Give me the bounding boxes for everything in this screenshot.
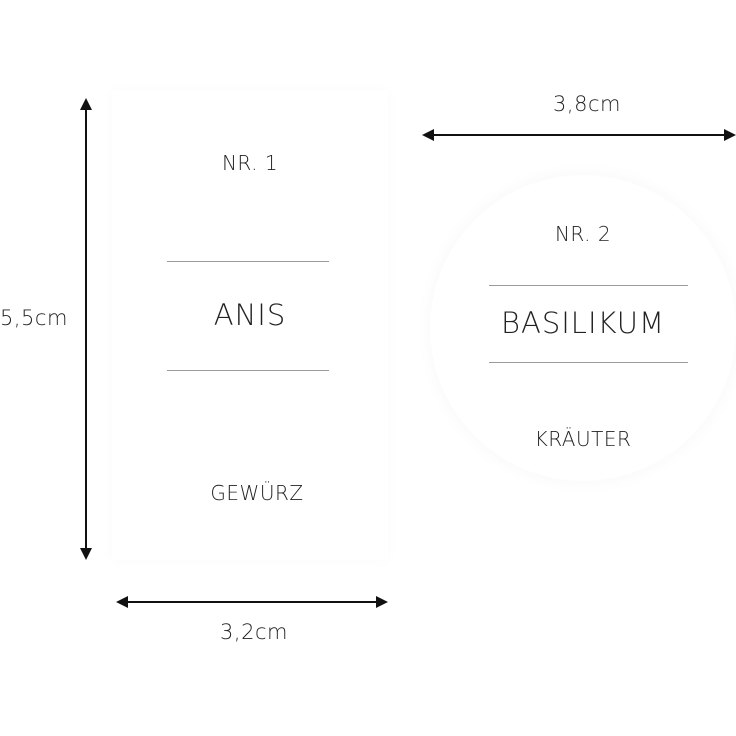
label2-name: BASILIKUM (501, 306, 665, 340)
label1-bottom-rule (167, 370, 329, 371)
circle-diameter-label: 3,8cm (553, 92, 621, 116)
width-arrow-head-left (116, 596, 128, 608)
rectangular-label (112, 90, 388, 560)
rect-width-label: 3,2cm (220, 620, 288, 644)
width-arrow-head-right (376, 596, 388, 608)
label2-number: NR. 2 (554, 222, 612, 246)
label1-category: GEWÜRZ (210, 481, 304, 505)
diameter-arrow-head-left (422, 129, 434, 141)
label2-bottom-rule (489, 362, 688, 363)
diameter-arrow-head-right (724, 129, 736, 141)
label2-category: KRÄUTER (534, 427, 632, 451)
height-arrow-head-top (80, 98, 92, 110)
height-arrow-head-bottom (80, 548, 92, 560)
label2-top-rule (489, 285, 688, 286)
label1-name: ANIS (213, 298, 287, 332)
label1-top-rule (167, 261, 329, 262)
rect-height-label: 5,5cm (0, 306, 68, 330)
circular-label (430, 175, 736, 481)
label1-number: NR. 1 (221, 151, 279, 175)
